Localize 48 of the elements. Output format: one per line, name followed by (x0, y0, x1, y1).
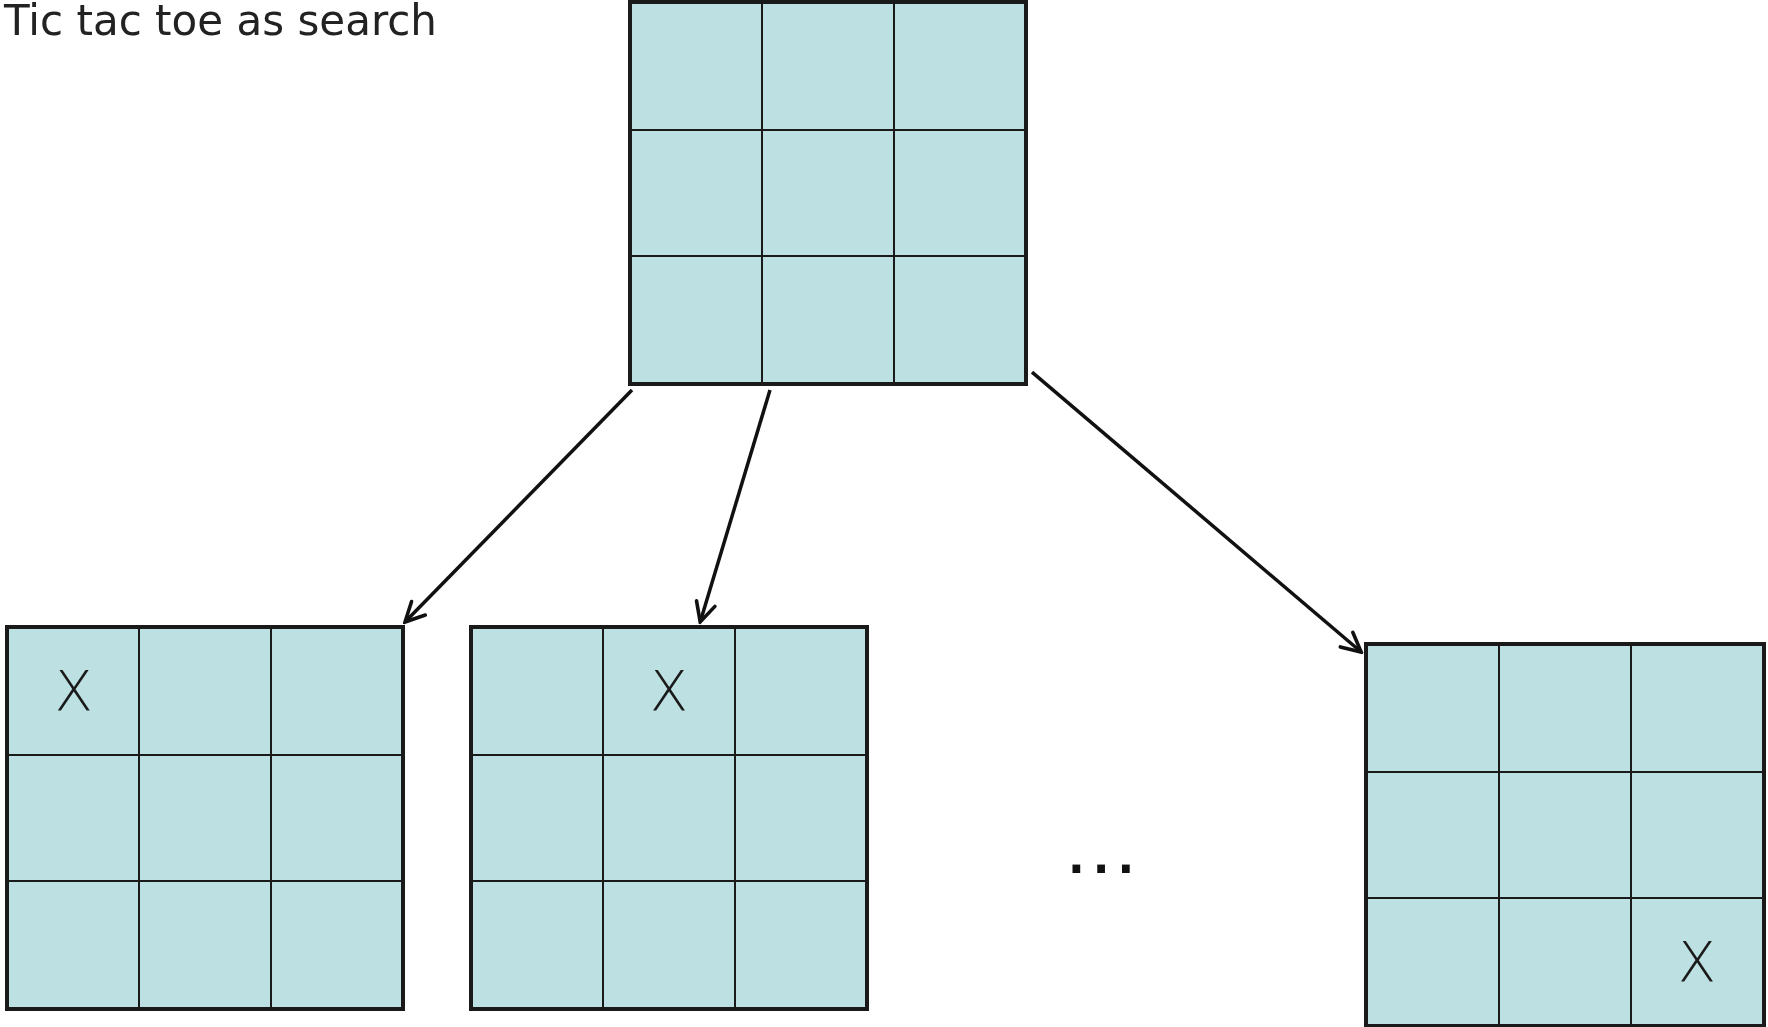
board-cell (1367, 771, 1499, 899)
game-board (469, 625, 869, 1011)
board-cell (603, 628, 735, 755)
board-cell (1631, 771, 1763, 899)
board-cell (762, 256, 894, 383)
board-cell (1499, 898, 1631, 1025)
board-cell (472, 754, 604, 882)
board-cell (603, 881, 735, 1008)
board-cell (1367, 645, 1499, 772)
game-board (1364, 642, 1766, 1027)
board-cell (8, 754, 140, 882)
board-cell (1499, 645, 1631, 772)
x-mark: X (54, 663, 93, 720)
game-board (628, 0, 1028, 386)
board-cell (603, 754, 735, 882)
board-cell (734, 628, 866, 755)
x-mark: X (649, 663, 689, 720)
board-cell (893, 3, 1025, 130)
arrow (403, 388, 634, 624)
board-cell (631, 129, 763, 257)
board-cell (734, 754, 866, 882)
x-mark: X (1677, 933, 1717, 990)
board-cell (8, 628, 140, 755)
arrow (1030, 370, 1363, 654)
board-cell (631, 3, 763, 130)
board-cell (631, 256, 763, 383)
board-cell (8, 881, 140, 1008)
board-cell (1499, 771, 1631, 899)
board-cell (139, 628, 271, 755)
board-cell (472, 628, 604, 755)
board-cell (270, 754, 402, 882)
board-cell (734, 881, 866, 1008)
board-cell (472, 881, 604, 1008)
board-cell (270, 628, 402, 755)
board-cell (1631, 645, 1763, 772)
board-cell (1631, 898, 1763, 1025)
board-cell (762, 3, 894, 130)
board-cell (139, 754, 271, 882)
board-cell (762, 129, 894, 257)
board-cell (893, 129, 1025, 257)
board-cell (139, 881, 271, 1008)
board-cell (1367, 898, 1499, 1025)
arrow (694, 389, 772, 624)
board-cell (270, 881, 402, 1008)
ellipsis: ... (1068, 832, 1143, 883)
title: Tic tac toe as search (4, 0, 437, 45)
game-board (5, 625, 405, 1011)
board-cell (893, 256, 1025, 383)
